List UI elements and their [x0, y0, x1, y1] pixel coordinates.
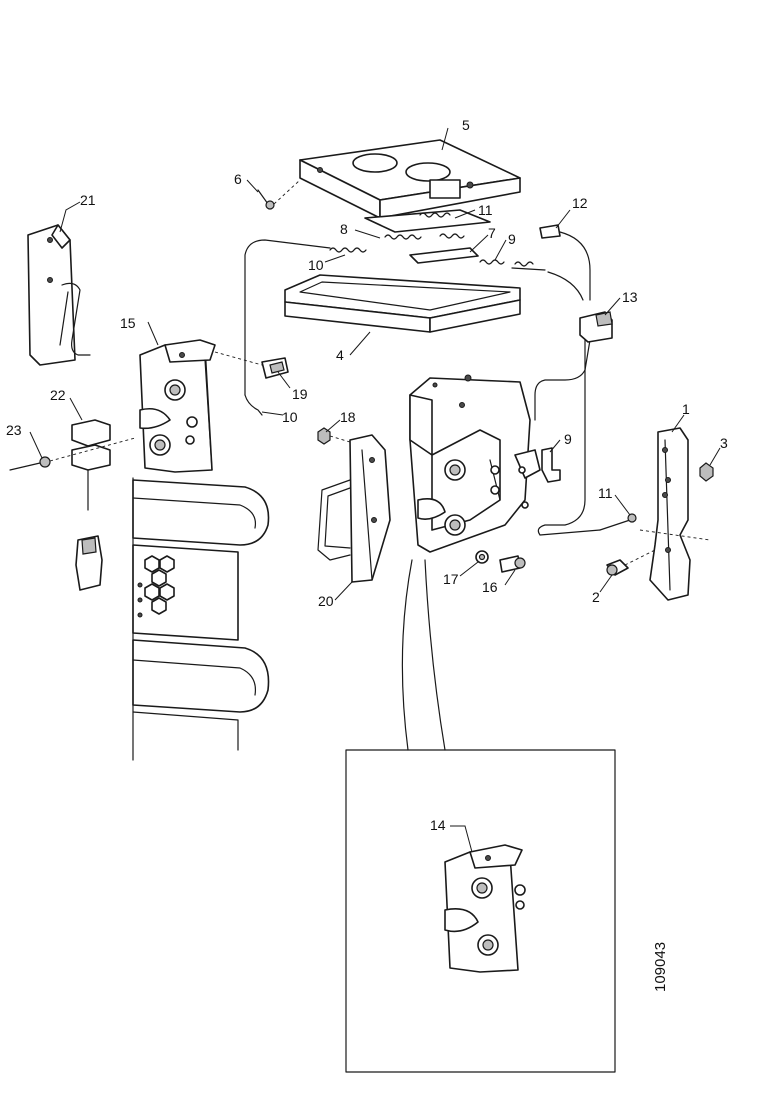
- callout-20: 20: [318, 593, 334, 609]
- callout-17: 17: [443, 571, 459, 587]
- leader-lines: [29, 127, 721, 853]
- part-14-lock: [444, 844, 526, 973]
- part-18-nut: [317, 427, 351, 445]
- callout-16: 16: [482, 579, 498, 595]
- callout-10-top: 10: [308, 257, 324, 273]
- part-23-screw: [9, 437, 136, 471]
- part-4-tray: [284, 274, 521, 333]
- callout-labels: 5 6 21 11 12 8 7 9 10 13 15 4 19 10 22 2…: [6, 117, 728, 833]
- part-15-lock: [139, 339, 216, 473]
- part-6-screw: [257, 179, 301, 210]
- part-17-washer: [475, 550, 489, 564]
- part-19-clip: [214, 351, 289, 379]
- callout-1: 1: [682, 401, 690, 417]
- part-5-mounting-plate: [299, 139, 521, 219]
- callout-14: 14: [430, 817, 446, 833]
- callout-4: 4: [336, 347, 344, 363]
- part-13-clip: [579, 311, 613, 343]
- callout-3: 3: [720, 435, 728, 451]
- door-panel: [132, 477, 270, 761]
- callout-10-mid: 10: [282, 409, 298, 425]
- part-20-handle: [317, 434, 391, 583]
- detail-inset: [345, 559, 616, 1073]
- callout-18: 18: [340, 409, 356, 425]
- part-22-block: [71, 419, 111, 591]
- callout-6: 6: [234, 171, 242, 187]
- callout-23: 23: [6, 422, 22, 438]
- callout-12: 12: [572, 195, 588, 211]
- callout-8: 8: [340, 221, 348, 237]
- callout-9-mid: 9: [564, 431, 572, 447]
- cable-assembly: [244, 231, 601, 536]
- callout-21: 21: [80, 192, 96, 208]
- callout-22: 22: [50, 387, 66, 403]
- callout-15: 15: [120, 315, 136, 331]
- part-21-handle-bracket: [27, 224, 91, 366]
- part-2-screw: [606, 549, 656, 576]
- part-16-bolt: [499, 555, 526, 573]
- callout-13: 13: [622, 289, 638, 305]
- callout-11-lower: 11: [598, 485, 613, 501]
- part-11-screw: [599, 513, 637, 531]
- figure-reference-number: 109043: [652, 942, 669, 992]
- callout-2: 2: [592, 589, 600, 605]
- callout-9-top: 9: [508, 231, 516, 247]
- part-12-clip: [539, 224, 561, 239]
- part-3-nut: [699, 462, 714, 482]
- callout-7: 7: [488, 225, 496, 241]
- callout-19: 19: [292, 386, 308, 402]
- part-1-bracket: [639, 427, 711, 601]
- callout-11-top: 11: [478, 202, 493, 218]
- part-9-bracket: [541, 447, 561, 483]
- panel-vent-grid: [137, 555, 175, 618]
- central-lock-assembly: [409, 374, 541, 553]
- callout-5: 5: [462, 117, 470, 133]
- springs-and-rods: [329, 209, 546, 271]
